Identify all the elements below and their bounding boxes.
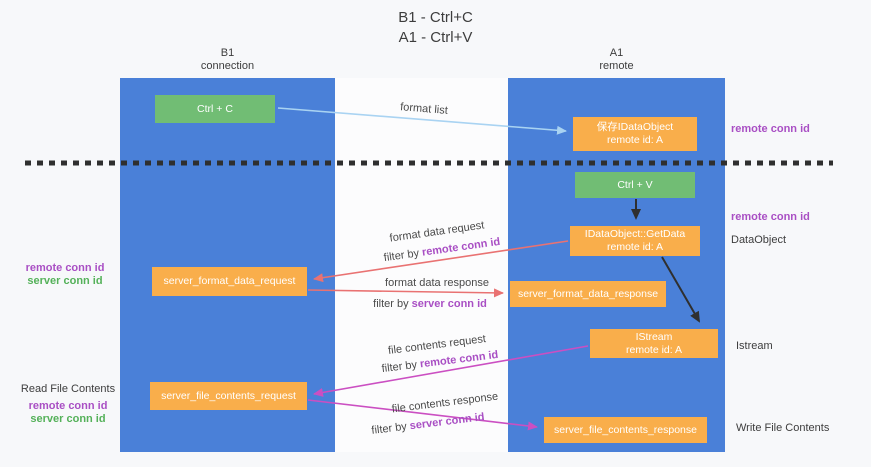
server-conn-id-text: server conn id [411,298,487,310]
remote-conn-id-label-top: remote conn id [731,123,810,135]
title-line-2: A1 - Ctrl+V [398,29,473,46]
server-file-contents-response-box: server_file_contents_response [544,417,707,443]
lane-b1-title: B1 [220,47,235,59]
save-idataobject-line1: 保存IDataObject [596,121,674,133]
idataobject-getdata-box: IDataObject::GetData remote id: A [570,226,700,256]
format-data-response-annotation: format data response [385,277,489,289]
getdata-line1: IDataObject::GetData [584,228,686,240]
title-line-1: B1 - Ctrl+C [398,9,473,26]
save-idataobject-line2: remote id: A [606,134,664,146]
getdata-line2: remote id: A [606,241,664,253]
diagram-title: B1 - Ctrl+C A1 - Ctrl+V [0,8,871,48]
ctrl-c-label: Ctrl + C [197,102,233,115]
remote-conn-id-label-left2: remote conn id [28,400,108,412]
write-file-contents-label: Write File Contents [736,422,830,434]
format-request-label: server_format_data_request [163,275,296,287]
server-format-data-response-box: server_format_data_response [510,281,666,307]
istream-box: IStream remote id: A [590,329,718,358]
lane-a1-title: A1 [609,47,624,59]
filter-by-text: filter by [373,298,412,310]
ctrl-c-box: Ctrl + C [155,95,275,123]
format-data-response-filter-annotation: filter by server conn id [373,298,487,310]
format-response-label: server_format_data_response [517,287,659,300]
lane-header-a1: A1 remote [508,47,725,73]
server-file-contents-request-box: server_file_contents_request [150,382,307,410]
file-request-label: server_file_contents_request [161,389,296,402]
server-conn-id-label-left: server conn id [27,275,103,287]
format-conn-id-label-group: remote conn id server conn id [15,262,115,288]
save-idataobject-box: 保存IDataObject remote id: A [573,117,697,151]
lane-b1-subtitle: connection [200,60,255,72]
file-conn-id-label-group: Read File Contents remote conn id server… [12,383,124,426]
server-conn-id-label-left2: server conn id [30,413,106,425]
server-format-data-request-box: server_format_data_request [152,267,307,296]
remote-conn-id-label-mid: remote conn id [731,211,810,223]
ctrl-v-label: Ctrl + V [617,178,653,191]
istream-label: Istream [736,340,773,352]
istream-line1: IStream [635,330,673,343]
read-file-contents-label: Read File Contents [20,383,116,395]
remote-conn-id-label-left: remote conn id [25,262,105,274]
ctrl-v-box: Ctrl + V [575,172,695,198]
lane-a1-subtitle: remote [599,60,634,72]
dataobject-label: DataObject [731,234,787,246]
istream-line2: remote id: A [625,343,683,356]
lane-header-b1: B1 connection [120,47,335,73]
file-response-label: server_file_contents_response [553,423,697,436]
